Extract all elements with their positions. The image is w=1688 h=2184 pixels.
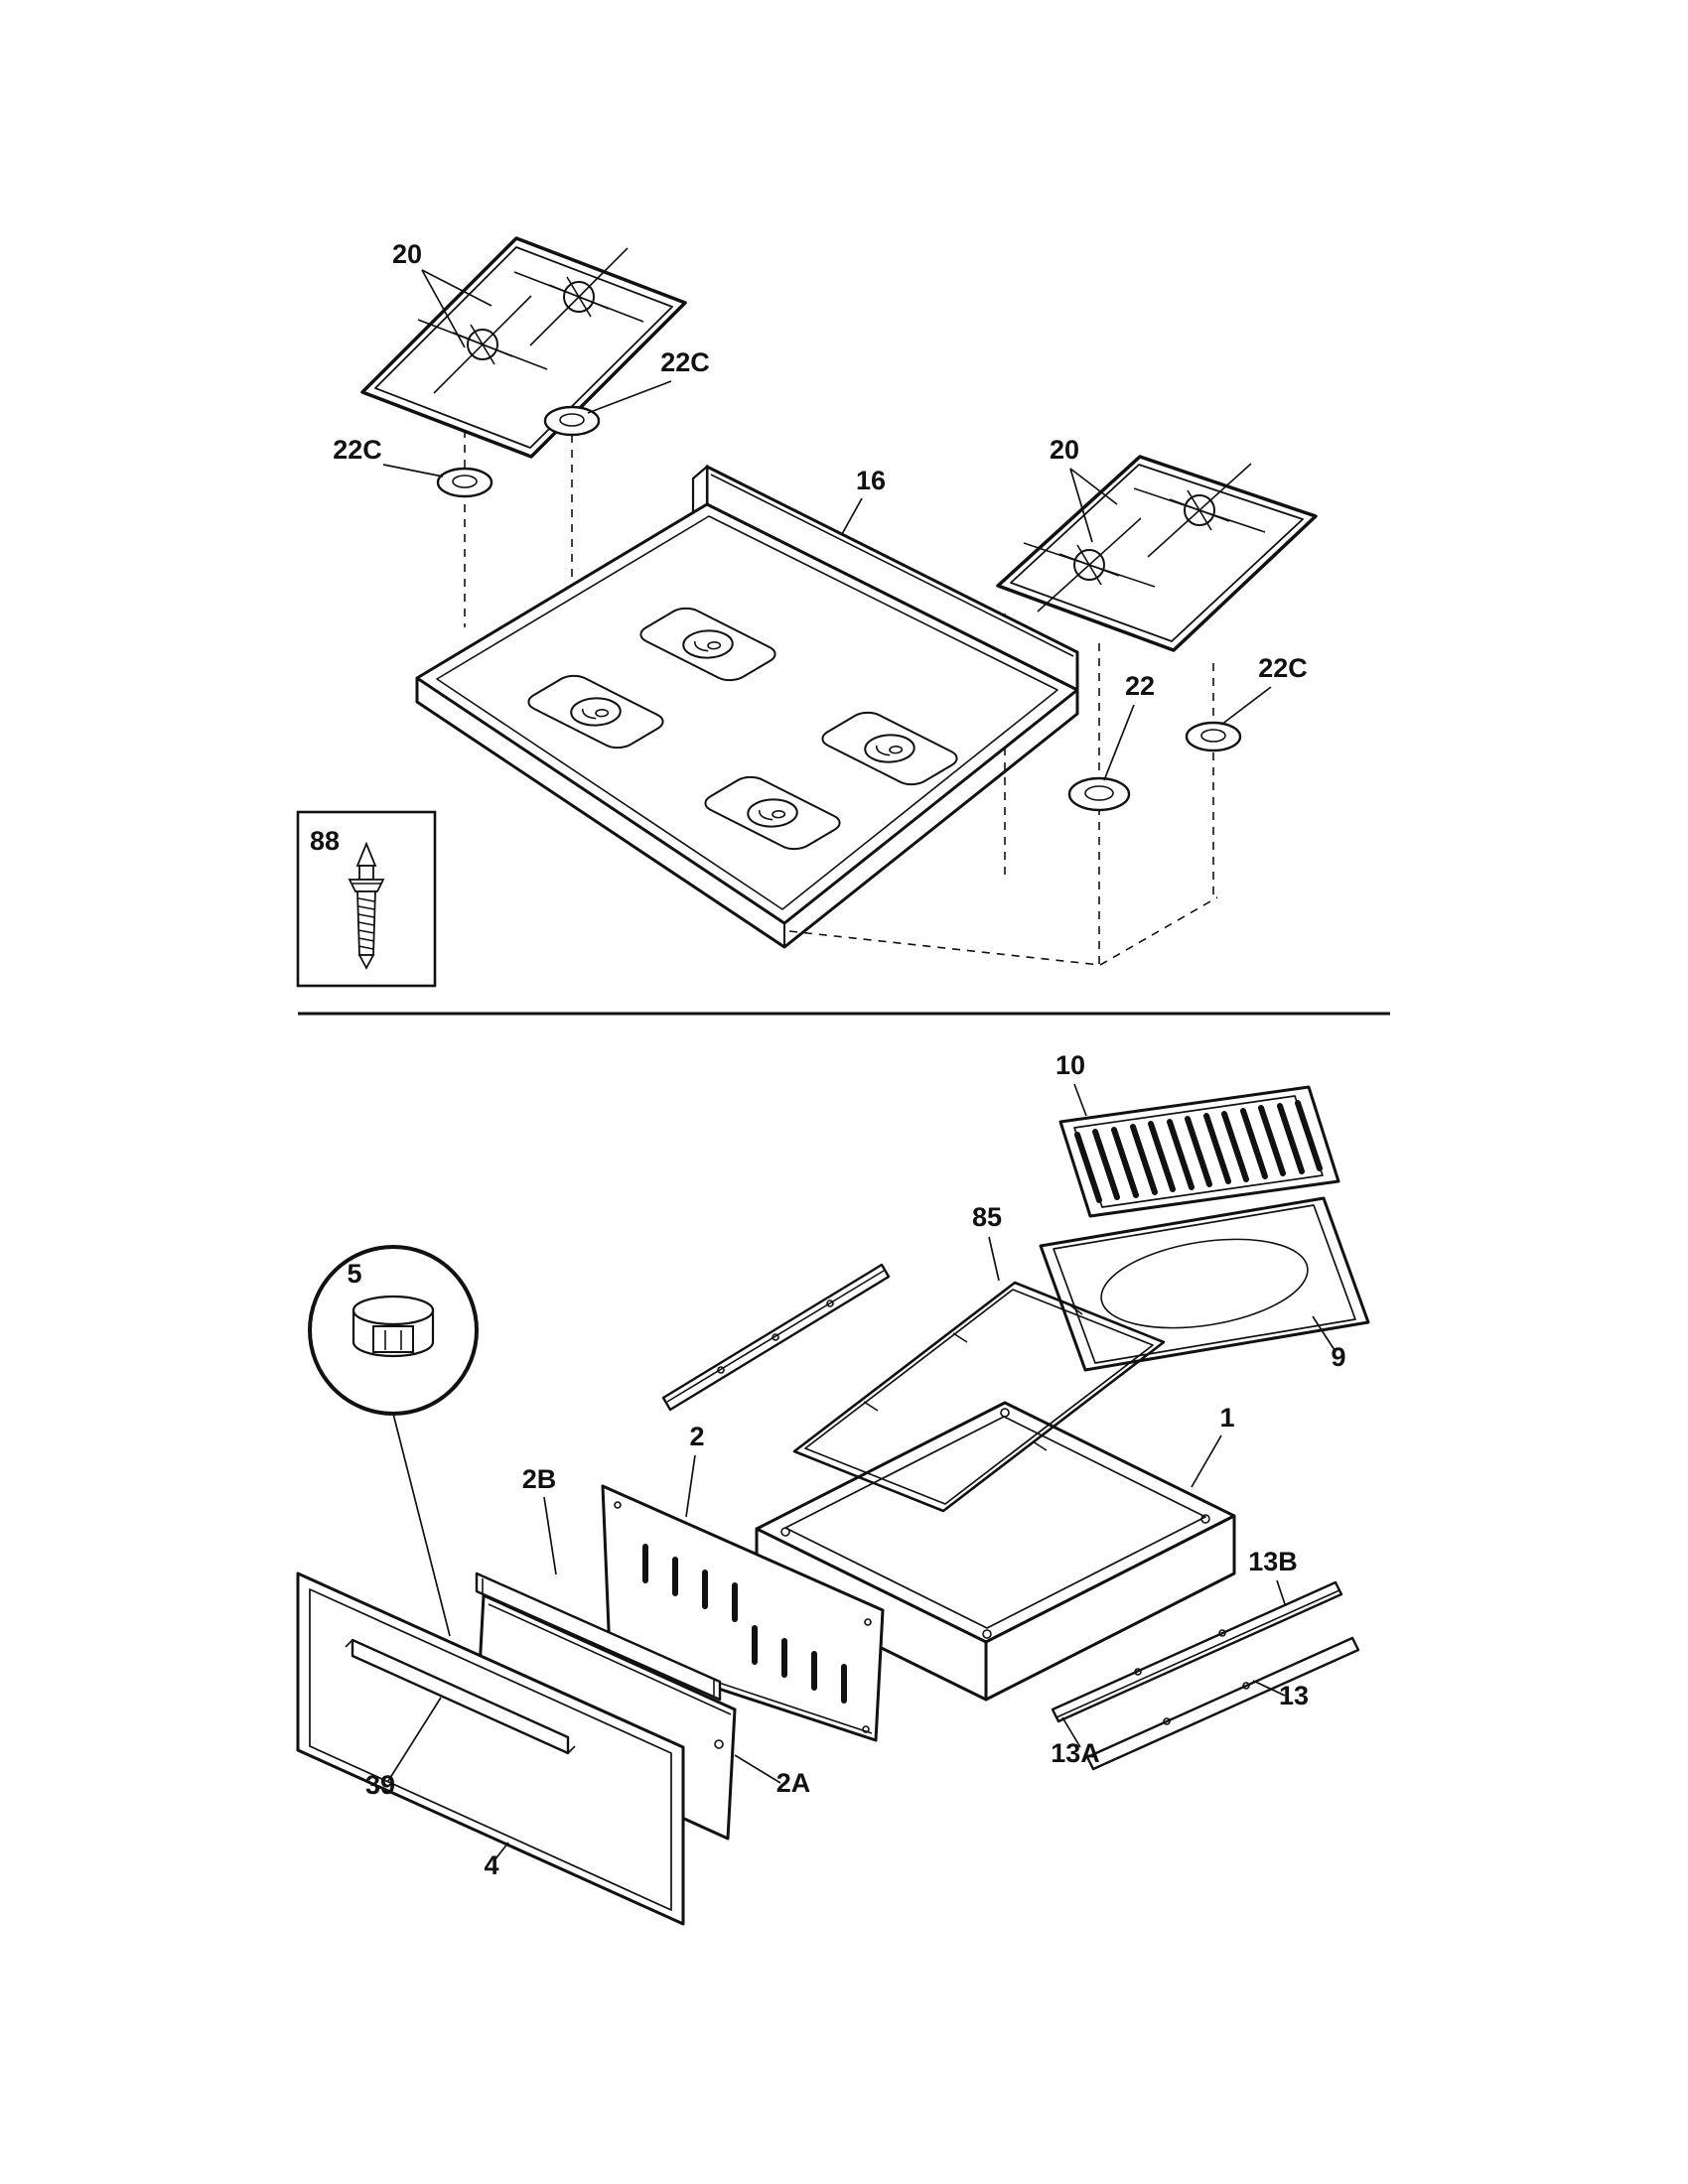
drawer-slide-13b	[1051, 1580, 1343, 1723]
label-inner-panel-2a: 2A	[776, 1768, 811, 1798]
grid-slots	[1074, 1100, 1323, 1203]
drawer-slide-13	[1085, 1636, 1360, 1771]
label-trim-strip-2b: 2B	[522, 1464, 557, 1494]
back-panel-vent-slots	[642, 1544, 847, 1704]
grate-left-burner-cross-1	[417, 295, 548, 394]
label-back-panel: 2	[689, 1422, 704, 1451]
label-broiler-pan: 9	[1331, 1342, 1345, 1372]
burner-cap-22	[1067, 776, 1131, 812]
label-slide-13a: 13A	[1051, 1738, 1100, 1768]
handle-trim-strip	[345, 1638, 576, 1755]
label-cap-22c-top: 22C	[660, 347, 710, 377]
top-leader-lines	[382, 269, 1272, 781]
bottom-leader-lines	[387, 1083, 1336, 1861]
burner-grate-right	[996, 455, 1318, 652]
label-drawer-body: 1	[1219, 1403, 1234, 1433]
label-gasket: 85	[972, 1202, 1002, 1232]
main-top-panel	[415, 464, 1079, 949]
grate-right-burner-cross-1	[1023, 517, 1156, 613]
label-slide-13: 13	[1279, 1681, 1309, 1710]
label-grate-left: 20	[392, 239, 422, 269]
roller-detail-circle	[308, 1245, 479, 1637]
label-handle-trim-39: 39	[365, 1770, 395, 1800]
grate-left-burner-cross-2	[513, 247, 644, 346]
burner-cap-22c-top	[543, 405, 601, 437]
label-grate-right: 20	[1050, 435, 1079, 465]
label-cap-22c-right: 22C	[1258, 653, 1308, 683]
oven-floor-gasket	[792, 1281, 1166, 1513]
label-roller: 5	[347, 1259, 361, 1289]
screw-icon	[348, 841, 385, 970]
grate-right-burner-cross-2	[1133, 463, 1266, 558]
label-main-top: 16	[856, 466, 886, 495]
drawer-panel-trim-strip	[475, 1571, 722, 1702]
drawer-back-panel	[601, 1484, 885, 1742]
label-cap-22c-left: 22C	[333, 435, 382, 465]
burner-grate-left	[360, 236, 687, 459]
roller-icon	[352, 1295, 435, 1358]
drawer-slide-left	[661, 1263, 891, 1412]
bottom-section-drawer: 10 85 9 5 2 2B 1 13B 13 13A 2A 39 4	[296, 1050, 1370, 1926]
top-section-cooktop: 20 22C 22C 16 20 22 22C 88	[296, 236, 1390, 1016]
burner-cap-22c-right	[1185, 721, 1242, 752]
label-screw: 88	[310, 826, 340, 856]
label-slide-13b: 13B	[1248, 1547, 1298, 1576]
label-drawer-front-4: 4	[484, 1850, 498, 1880]
broiler-pan	[1039, 1196, 1370, 1372]
label-cap-22: 22	[1125, 671, 1155, 701]
label-broiler-grid: 10	[1055, 1050, 1085, 1080]
burner-cap-22c-left	[436, 467, 493, 498]
broiler-grid-insert	[1058, 1085, 1340, 1218]
mounting-screw-box	[296, 810, 437, 988]
